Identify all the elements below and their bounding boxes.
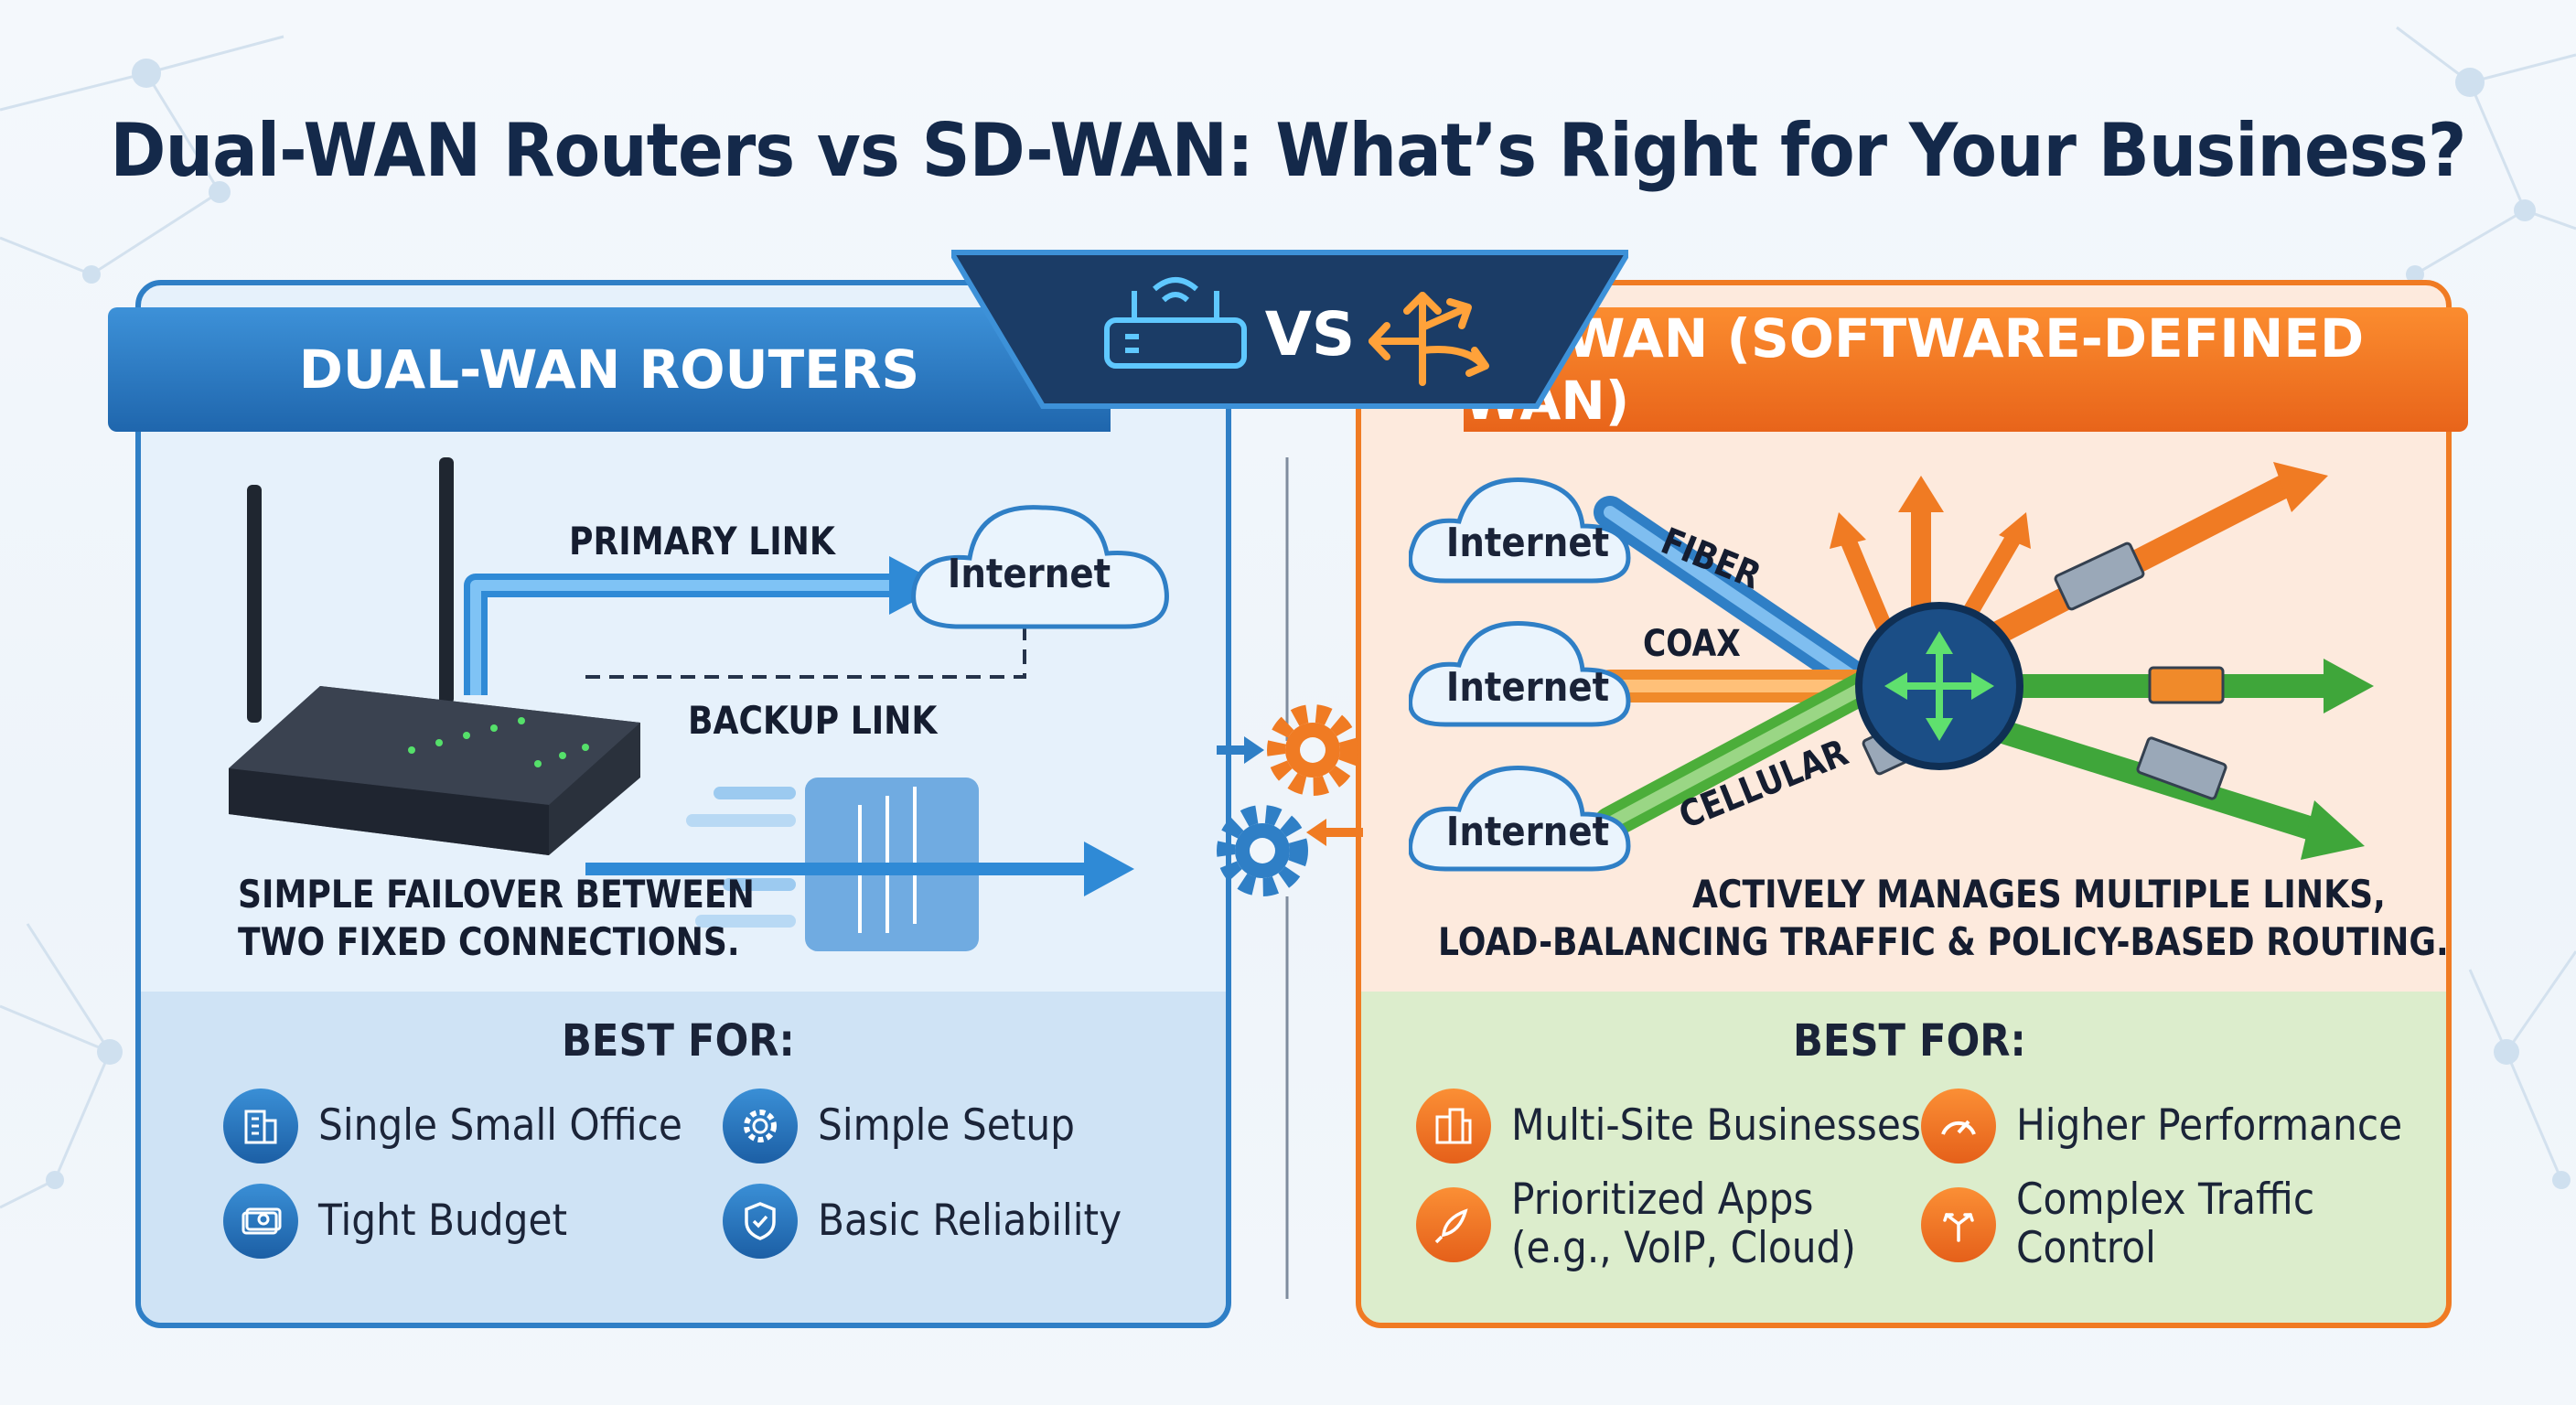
sd-wan-controller-icon [1855, 602, 2023, 770]
best-for-label: Single Small Office [318, 1099, 682, 1151]
best-for-basic-reliability: Basic Reliability [723, 1184, 1155, 1259]
data-stream-graphic [585, 778, 1134, 951]
dual-wan-best-for-title: BEST FOR: [562, 1015, 795, 1067]
best-for-label: Simple Setup [818, 1099, 1076, 1151]
vs-badge: VS [951, 250, 1628, 409]
sd-wan-description-line1: ACTIVELY MANAGES MULTIPLE LINKS, [1692, 872, 2386, 917]
page-title: Dual-WAN Routers vs SD-WAN: What’s Right… [110, 108, 2466, 193]
best-for-label-line2: (e.g., VoIP, Cloud) [1511, 1222, 1856, 1273]
coax-link-label: COAX [1643, 623, 1741, 665]
best-for-label: Tight Budget [318, 1195, 568, 1246]
internet-cloud-1 [1409, 477, 1631, 584]
directional-arrows-icon [1368, 292, 1489, 386]
best-for-tight-budget: Tight Budget [223, 1184, 595, 1259]
best-for-label: Multi-Site Businesses [1511, 1099, 1921, 1151]
router-icon [1104, 277, 1247, 369]
center-divider [1217, 457, 1363, 1299]
internet-cloud-label: Internet [1445, 520, 1610, 566]
gear-orange-icon [1267, 704, 1358, 796]
sd-wan-description-line2: LOAD-BALANCING TRAFFIC & POLICY-BASED RO… [1438, 919, 2449, 964]
best-for-prioritized-apps: Prioritized Apps(e.g., VoIP, Cloud) [1416, 1174, 1894, 1273]
backup-link-label: BACKUP LINK [688, 698, 938, 743]
best-for-label-line1: Prioritized Apps [1511, 1174, 1814, 1225]
sd-wan-diagram [1409, 462, 2374, 872]
best-for-label: Higher Performance [2016, 1099, 2403, 1151]
primary-link-label: PRIMARY LINK [569, 519, 835, 563]
router-device [229, 457, 640, 855]
best-for-label-line2: Control [2016, 1222, 2156, 1273]
gear-icon [723, 1089, 798, 1164]
dual-wan-best-for-section [141, 992, 1226, 1323]
internet-cloud-label: Internet [1445, 664, 1610, 711]
dual-wan-header: DUAL-WAN ROUTERS [108, 307, 1111, 432]
sd-wan-best-for-title: BEST FOR: [1793, 1015, 2026, 1067]
sd-wan-header: SD-WAN (SOFTWARE-DEFINED WAN) [1464, 307, 2468, 432]
gear-blue-icon [1217, 805, 1308, 896]
best-for-higher-performance: Higher Performance [1921, 1089, 2445, 1164]
internet-cloud-label: Internet [947, 551, 1111, 597]
internet-cloud-3 [1409, 766, 1631, 872]
building-icon [1416, 1089, 1491, 1164]
internet-cloud-2 [1409, 621, 1631, 727]
best-for-label-line1: Complex Traffic [2016, 1174, 2315, 1225]
dual-wan-diagram [229, 457, 1169, 951]
shield-check-icon [723, 1184, 798, 1259]
best-for-multi-site: Multi-Site Businesses [1416, 1089, 1967, 1164]
rocket-icon [1416, 1186, 1491, 1262]
internet-cloud [911, 505, 1169, 629]
best-for-simple-setup: Simple Setup [723, 1089, 1103, 1164]
vs-label: VS [1265, 299, 1356, 370]
dual-wan-description-line2: TWO FIXED CONNECTIONS. [238, 919, 740, 964]
best-for-single-small-office: Single Small Office [223, 1089, 723, 1164]
best-for-label: Basic Reliability [818, 1195, 1122, 1246]
money-icon [223, 1184, 298, 1259]
gauge-icon [1921, 1089, 1996, 1164]
building-icon [223, 1089, 298, 1164]
arrows-split-icon [1921, 1186, 1996, 1262]
sd-wan-best-for-section [1361, 992, 2446, 1323]
dual-wan-description-line1: SIMPLE FAILOVER BETWEEN [238, 872, 755, 917]
internet-cloud-label: Internet [1445, 809, 1610, 855]
